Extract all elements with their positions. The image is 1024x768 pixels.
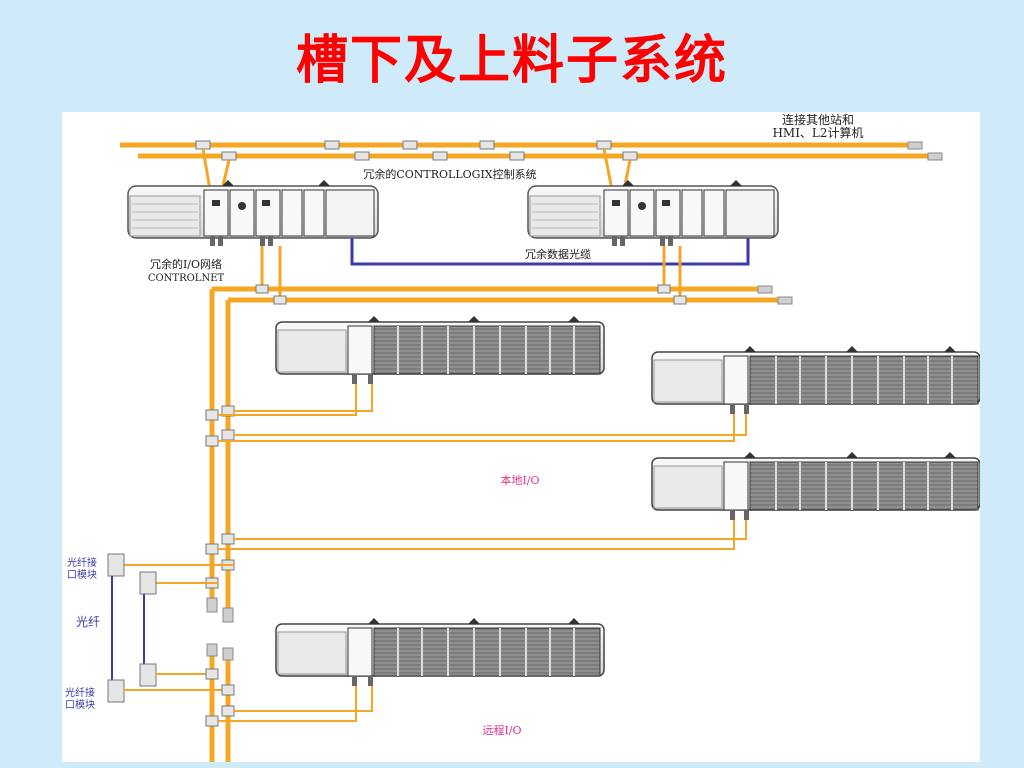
fiber-module-top-label-2: 口模块 xyxy=(67,569,97,581)
remote-io-label: 远程I/O xyxy=(482,724,521,737)
io-trunk-cables xyxy=(205,246,793,623)
network-diagram: 连接其他站和 HMI、L2计算机 冗余的CONTROLLOGIX控制系统 xyxy=(65,112,981,762)
redundant-fiber-link xyxy=(350,238,750,266)
local-io-rack-a xyxy=(275,316,605,384)
redundant-controllogix-label: 冗余的CONTROLLOGIX控制系统 xyxy=(363,167,536,181)
top-trunk-cables xyxy=(120,140,943,191)
redundant-data-fiber-label: 冗余数据光缆 xyxy=(525,247,591,261)
diagram-panel: 连接其他站和 HMI、L2计算机 冗余的CONTROLLOGIX控制系统 xyxy=(62,112,981,762)
local-io-drops xyxy=(218,384,747,550)
local-io-label: 本地I/O xyxy=(500,473,539,487)
remote-trunk-cables xyxy=(205,643,373,762)
fiber-module-bottom-label-1: 光纤接 xyxy=(65,686,95,699)
remote-io-rack xyxy=(275,618,605,686)
local-io-rack-b xyxy=(651,346,981,414)
controlnet-label: CONTROLNET xyxy=(148,273,225,284)
redundant-io-network-label: 冗余的I/O网络 xyxy=(150,257,222,271)
controller-chassis-1 xyxy=(127,180,379,246)
slide-title: 槽下及上料子系统 xyxy=(295,30,728,91)
fiber-modules xyxy=(107,553,234,703)
controller-chassis-2 xyxy=(527,180,779,246)
fiber-label: 光纤 xyxy=(76,615,100,629)
fiber-module-top-label-1: 光纤接 xyxy=(67,556,97,569)
other-stations-label: 连接其他站和 xyxy=(782,112,854,127)
local-io-rack-c xyxy=(651,452,981,520)
hmi-l2-label: HMI、L2计算机 xyxy=(772,125,863,140)
fiber-module-bottom-label-2: 口模块 xyxy=(65,699,95,711)
